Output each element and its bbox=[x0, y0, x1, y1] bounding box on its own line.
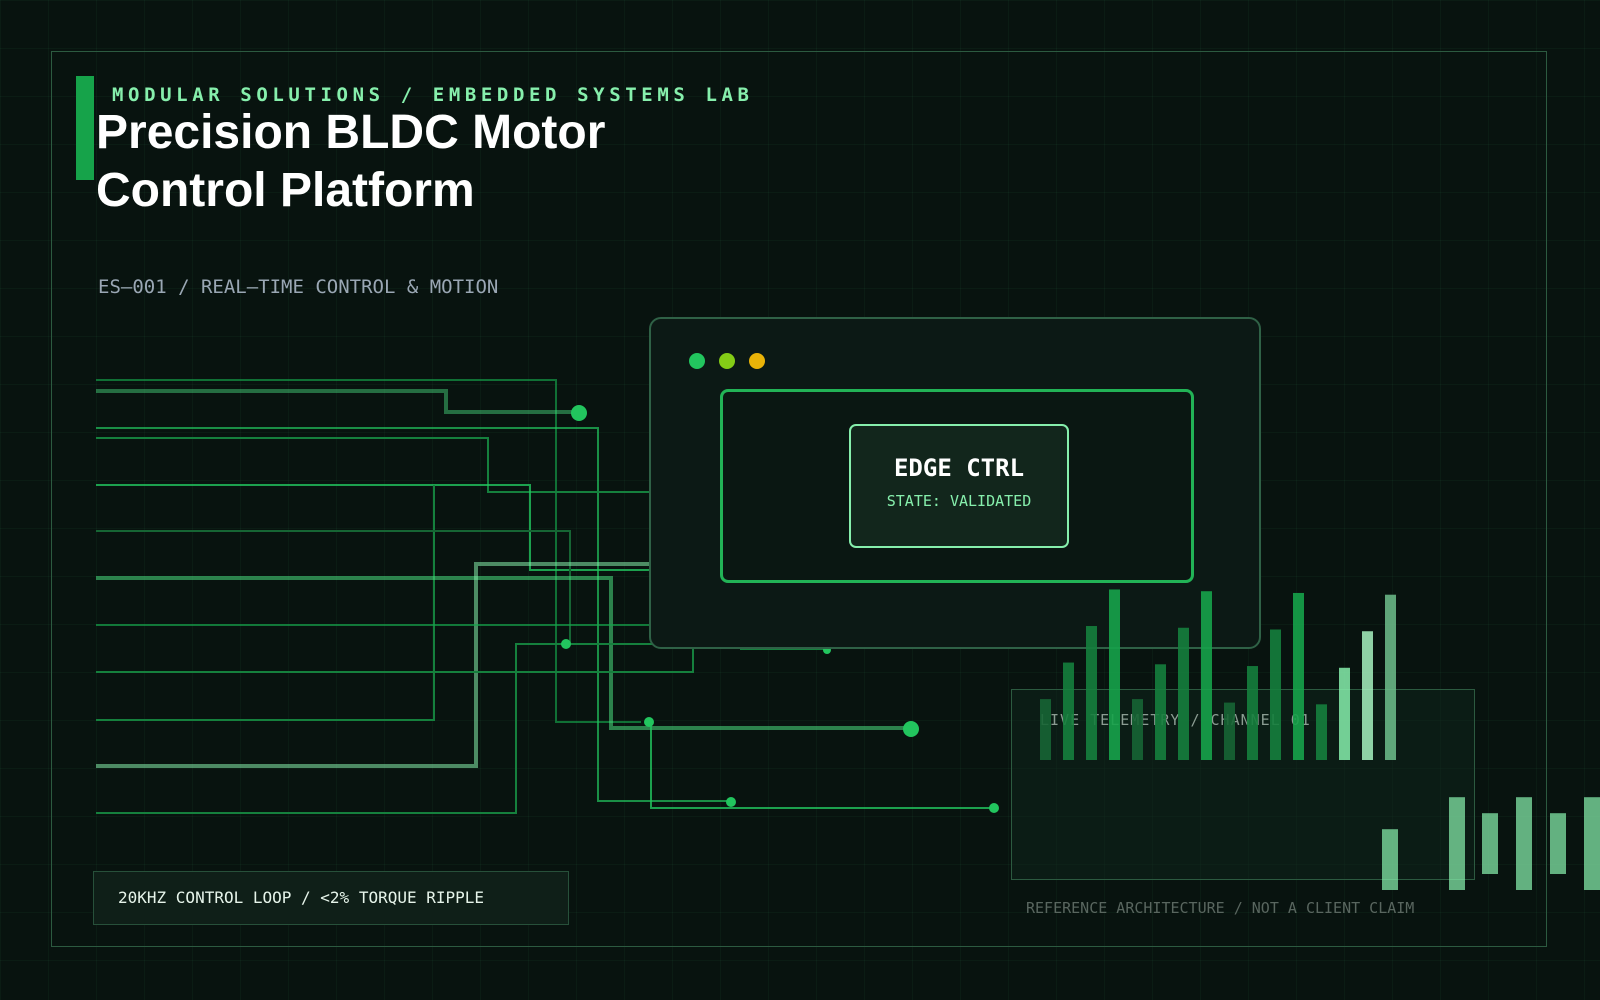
trace bbox=[96, 643, 660, 814]
trace bbox=[96, 530, 571, 644]
trace-node bbox=[903, 721, 919, 737]
accent-bar bbox=[76, 76, 94, 180]
trace-node bbox=[726, 797, 736, 807]
page-title: Precision BLDC Motor Control Platform bbox=[96, 104, 605, 220]
title-line-2: Control Platform bbox=[96, 164, 475, 217]
trace bbox=[96, 485, 435, 721]
telemetry-bar-trailing bbox=[1449, 797, 1465, 890]
telemetry-bar bbox=[1339, 667, 1350, 760]
telemetry-bar bbox=[1178, 627, 1189, 760]
telemetry-bar bbox=[1201, 591, 1212, 760]
trace-node bbox=[561, 639, 571, 649]
telemetry-bar bbox=[1362, 631, 1373, 760]
trace-node bbox=[644, 717, 654, 727]
module-state: STATE: VALIDATED bbox=[886, 492, 1032, 510]
telemetry-bar bbox=[1155, 664, 1166, 760]
telemetry-bar bbox=[1063, 662, 1074, 760]
trace bbox=[96, 484, 660, 571]
telemetry-bar-trailing bbox=[1584, 797, 1600, 890]
trace-node bbox=[989, 803, 999, 813]
disclaimer-note: REFERENCE ARCHITECTURE / NOT A CLIENT CL… bbox=[1026, 899, 1415, 917]
spec-callout: 20KHZ CONTROL LOOP / <2% TORQUE RIPPLE bbox=[93, 871, 569, 925]
telemetry-bar bbox=[1293, 592, 1304, 760]
outer-frame bbox=[51, 51, 1547, 947]
telemetry-bar bbox=[1270, 629, 1281, 760]
telemetry-bar bbox=[1385, 594, 1396, 760]
edge-ctrl-module: EDGE CTRL STATE: VALIDATED bbox=[849, 424, 1069, 548]
trace bbox=[96, 562, 660, 768]
trace bbox=[96, 389, 580, 414]
controller-screen: EDGE CTRL STATE: VALIDATED bbox=[720, 389, 1194, 583]
trace bbox=[96, 576, 911, 730]
controller-window: EDGE CTRL STATE: VALIDATED bbox=[649, 317, 1261, 649]
trace bbox=[96, 437, 660, 493]
telemetry-bar bbox=[1247, 666, 1258, 760]
trace bbox=[96, 427, 731, 802]
trace bbox=[96, 644, 694, 673]
window-dot-lime-icon bbox=[719, 353, 735, 369]
telemetry-bar-trailing bbox=[1382, 829, 1398, 890]
window-dot-amber-icon bbox=[749, 353, 765, 369]
telemetry-label: LIVE TELEMETRY / CHANNEL 01 bbox=[1040, 711, 1311, 729]
telemetry-bar bbox=[1224, 702, 1235, 760]
telemetry-bar-trailing bbox=[1550, 813, 1566, 874]
product-code: ES–001 / REAL–TIME CONTROL & MOTION bbox=[98, 276, 499, 298]
telemetry-bar bbox=[1316, 704, 1327, 760]
telemetry-bar-trailing bbox=[1516, 797, 1532, 890]
telemetry-bar bbox=[1086, 626, 1097, 760]
telemetry-bar-trailing bbox=[1482, 813, 1498, 874]
telemetry-bar bbox=[1109, 589, 1120, 760]
trace bbox=[650, 720, 993, 809]
telemetry-bar bbox=[1132, 699, 1143, 760]
title-line-1: Precision BLDC Motor bbox=[96, 106, 606, 159]
trace-node bbox=[571, 405, 587, 421]
telemetry-bar bbox=[1040, 699, 1051, 760]
window-dot-green-icon bbox=[689, 353, 705, 369]
module-title: EDGE CTRL bbox=[893, 454, 1025, 482]
eyebrow-label: MODULAR SOLUTIONS / EMBEDDED SYSTEMS LAB bbox=[112, 84, 754, 106]
spec-text: 20KHZ CONTROL LOOP / <2% TORQUE RIPPLE bbox=[118, 888, 485, 907]
